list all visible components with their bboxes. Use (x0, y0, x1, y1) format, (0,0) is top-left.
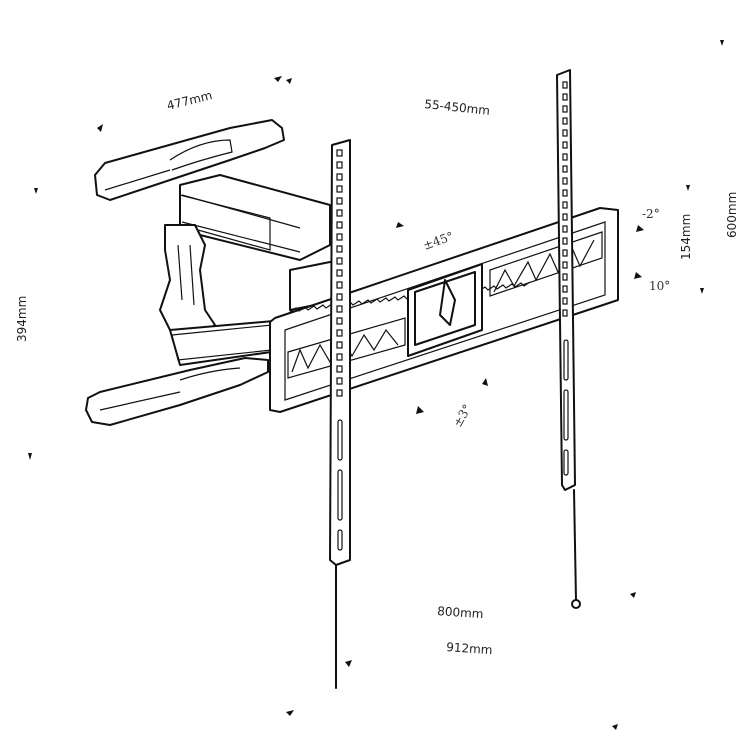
right-hanger-slots (562, 81, 569, 476)
left-hanger-bar (329, 139, 351, 566)
right-hanger-pull-tab (571, 599, 581, 609)
wall-plate-height-label: 394mm (15, 296, 29, 342)
max-height-label: 600mm (725, 192, 739, 238)
right-hanger-cord (573, 489, 577, 601)
left-vertical-hanger (329, 139, 351, 689)
left-hanger-slots (336, 149, 343, 551)
arm-width-label: 477mm (165, 88, 213, 113)
lower-wall-plate (85, 357, 269, 426)
swivel-label: ±45° (421, 229, 455, 253)
vesa-width-label: 800mm (437, 604, 484, 621)
vertical-adjust-label: 154mm (679, 214, 693, 260)
bracket-center-plate (407, 263, 483, 357)
wall-arm-assembly (85, 119, 341, 426)
right-vertical-hanger (556, 69, 581, 609)
upper-arm-hatch (179, 194, 271, 251)
extension-label: 55-450mm (424, 97, 491, 118)
horizontal-bracket (269, 207, 619, 413)
upper-wall-plate (94, 119, 285, 201)
tilt-down-label: 10° (649, 279, 670, 293)
tilt-up-label: -2° (642, 207, 660, 221)
wall-column (159, 224, 216, 336)
total-width-label: 912mm (446, 640, 493, 657)
dimension-ticks (28, 40, 724, 730)
rotation-label: ±3° (450, 402, 474, 430)
